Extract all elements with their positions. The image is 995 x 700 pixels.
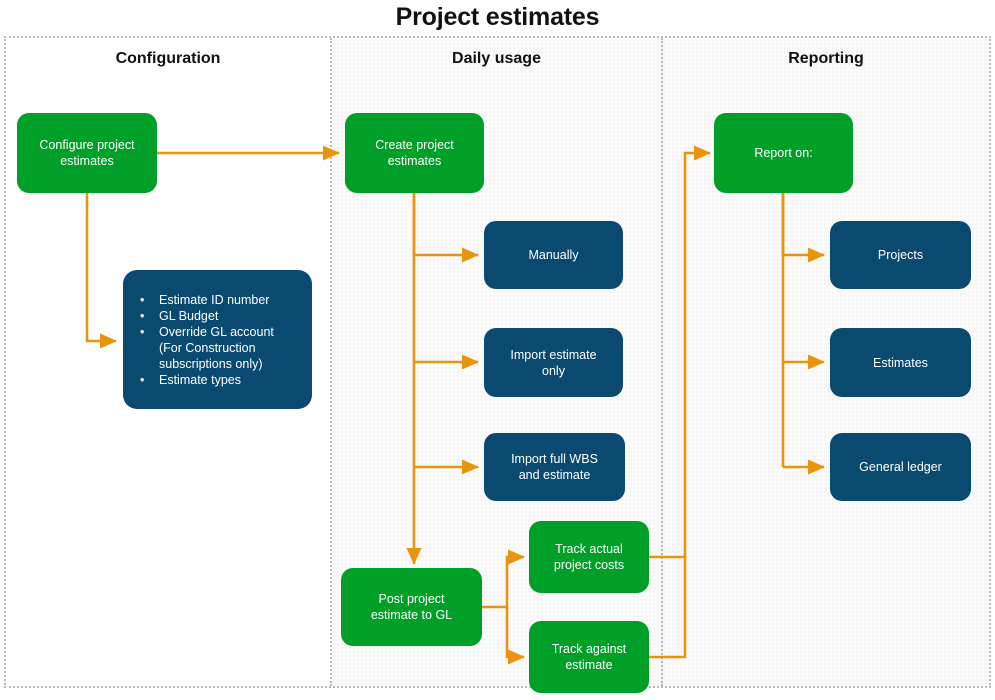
lane-header-reporting: Reporting bbox=[788, 50, 864, 67]
node-report-on[interactable]: Report on: bbox=[714, 113, 853, 193]
node-import-full-wbs-and-estimate[interactable]: Import full WBS and estimate bbox=[484, 433, 625, 501]
page-title: Project estimates bbox=[395, 3, 600, 31]
lane-header-configuration: Configuration bbox=[115, 50, 221, 67]
node-track-against-estimate[interactable]: Track against estimate bbox=[529, 621, 649, 693]
list-item: (For Construction bbox=[159, 340, 256, 355]
list-item: Override GL account bbox=[140, 324, 274, 340]
node-general-ledger[interactable]: General ledger bbox=[830, 433, 971, 501]
node-configuration-details[interactable]: Estimate ID number GL Budget Override GL… bbox=[123, 270, 312, 409]
node-projects[interactable]: Projects bbox=[830, 221, 971, 289]
list-item: Estimate types bbox=[140, 372, 274, 388]
node-import-estimate-only[interactable]: Import estimate only bbox=[484, 328, 623, 397]
list-item: GL Budget bbox=[140, 308, 274, 324]
node-track-actual-project-costs[interactable]: Track actual project costs bbox=[529, 521, 649, 593]
list-item: subscriptions only) bbox=[159, 356, 263, 371]
node-configure-project-estimates[interactable]: Configure project estimates bbox=[17, 113, 157, 193]
configuration-details-list: Estimate ID number GL Budget Override GL… bbox=[137, 292, 274, 388]
node-post-project-estimate-to-gl[interactable]: Post project estimate to GL bbox=[341, 568, 482, 646]
lane-header-daily-usage: Daily usage bbox=[452, 50, 541, 67]
node-estimates[interactable]: Estimates bbox=[830, 328, 971, 397]
node-create-project-estimates[interactable]: Create project estimates bbox=[345, 113, 484, 193]
node-manually[interactable]: Manually bbox=[484, 221, 623, 289]
list-item: Estimate ID number bbox=[140, 292, 274, 308]
